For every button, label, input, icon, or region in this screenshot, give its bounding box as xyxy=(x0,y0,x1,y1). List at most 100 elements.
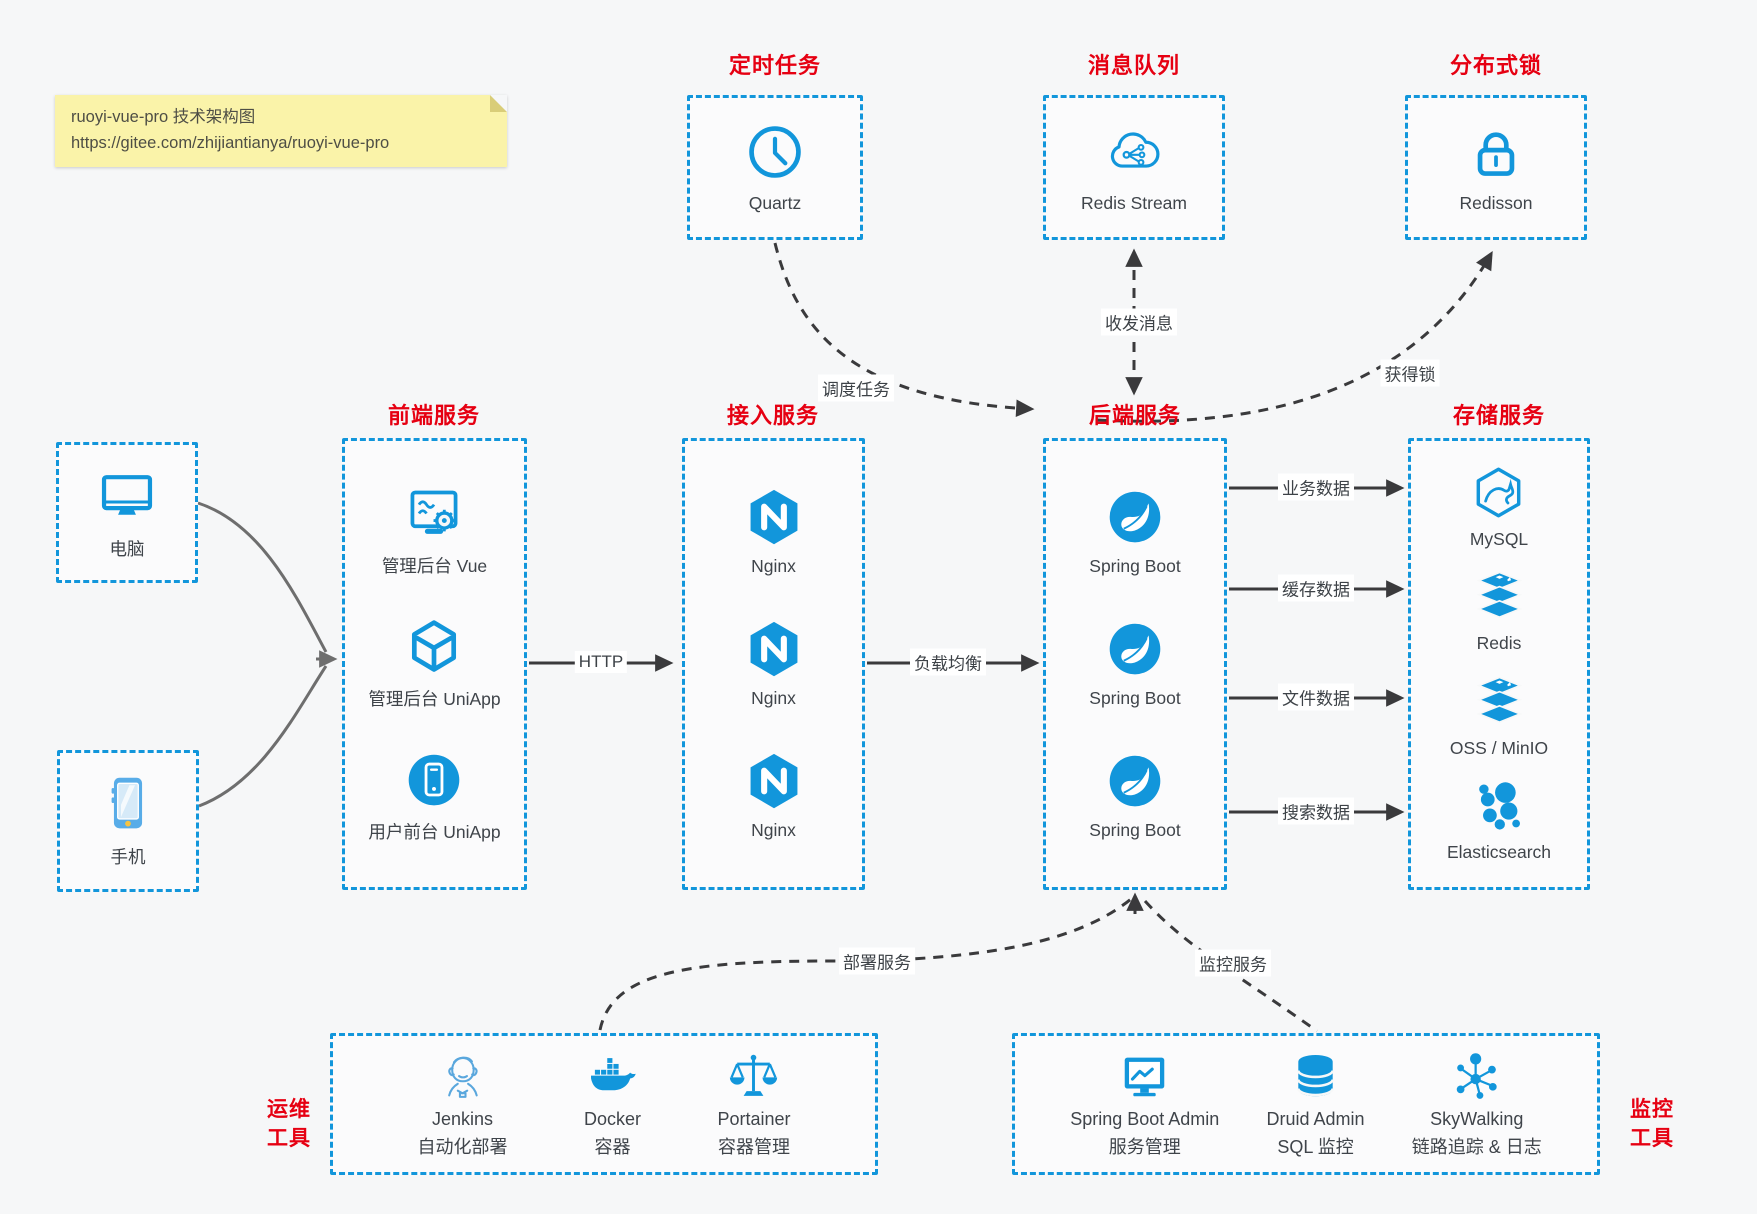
backend-item-spring-boot-2: Spring Boot xyxy=(1089,619,1181,709)
lock-icon xyxy=(1466,122,1526,182)
client-to-frontend-curves xyxy=(197,501,338,808)
box-backend-services: Spring Boot Spring Boot Spring Boot xyxy=(1043,438,1227,890)
edge-label-business-data: 业务数据 xyxy=(1278,473,1354,501)
title-ops-tools: 运维 工具 xyxy=(267,1095,311,1153)
box-quartz: Quartz xyxy=(687,95,863,240)
title-scheduled-tasks: 定时任务 xyxy=(728,53,822,78)
frontend-item-admin-vue: 管理后台 Vue xyxy=(382,484,487,578)
redis-label: Redis xyxy=(1476,633,1522,654)
mobile-label: 手机 xyxy=(110,847,146,867)
spring-boot-label: Spring Boot xyxy=(1089,556,1181,576)
desktop-label: 电脑 xyxy=(109,538,145,559)
storage-item-oss-minio: OSS / MinIO xyxy=(1450,674,1548,759)
cube-icon xyxy=(404,617,464,677)
nginx-icon xyxy=(744,619,804,679)
spring-boot-label: Spring Boot xyxy=(1089,820,1181,840)
spring-boot-label: Spring Boot xyxy=(1089,688,1181,708)
admin-vue-label: 管理后台 Vue xyxy=(381,556,488,576)
druid-database-icon xyxy=(1297,1053,1334,1098)
box-redis-stream: Redis Stream xyxy=(1043,95,1225,240)
note-title: ruoyi-vue-pro 技术架构图 xyxy=(71,108,256,126)
skywalking-sublabel: 链路追踪 & 日志 xyxy=(1411,1136,1542,1157)
spring-boot-icon xyxy=(1108,490,1162,544)
spring-boot-admin-icon xyxy=(1123,1056,1167,1098)
box-mobile-client: 手机 xyxy=(57,750,199,892)
mysql-label: MySQL xyxy=(1469,528,1529,549)
frontend-item-admin-uniapp: 管理后台 UniApp xyxy=(368,617,501,711)
quartz-label: Quartz xyxy=(748,192,802,213)
storage-item-mysql: MySQL xyxy=(1470,465,1528,550)
edge-label-load-balance: 负载均衡 xyxy=(910,648,986,676)
edge-label-deploy: 部署服务 xyxy=(839,947,915,975)
monitoring-title-line1: 监控 xyxy=(1630,1098,1674,1121)
redisson-label: Redisson xyxy=(1459,192,1533,213)
nginx-label: Nginx xyxy=(751,820,796,840)
nginx-label: Nginx xyxy=(751,688,796,708)
title-monitoring-tools: 监控 工具 xyxy=(1630,1095,1674,1153)
elasticsearch-icon xyxy=(1479,782,1521,830)
skywalking-icon xyxy=(1455,1052,1499,1101)
druid-sublabel: SQL 监控 xyxy=(1277,1136,1354,1157)
title-gateway-services: 接入服务 xyxy=(726,403,820,428)
gateway-item-nginx-2: Nginx xyxy=(744,619,804,709)
title-distributed-lock: 分布式锁 xyxy=(1449,53,1543,78)
druid-label: Druid Admin xyxy=(1266,1109,1365,1130)
user-uniapp-label: 用户前台 UniApp xyxy=(368,822,501,842)
monitoring-item-spring-boot-admin: Spring Boot Admin 服务管理 xyxy=(1070,1049,1219,1159)
box-redisson: Redisson xyxy=(1405,95,1587,240)
portainer-label: Portainer xyxy=(717,1109,791,1130)
jenkins-sublabel: 自动化部署 xyxy=(417,1136,508,1157)
edge-schedule xyxy=(773,242,1035,417)
spring-boot-admin-label: Spring Boot Admin xyxy=(1070,1109,1220,1130)
frontend-item-user-uniapp: 用户前台 UniApp xyxy=(368,750,501,844)
admin-vue-icon xyxy=(404,484,464,544)
docker-sublabel: 容器 xyxy=(594,1136,631,1157)
portainer-sublabel: 容器管理 xyxy=(717,1136,790,1157)
box-ops-tools: Jenkins 自动化部署 Docker 容器 Portainer 容器管理 xyxy=(330,1033,878,1175)
monitoring-title-line2: 工具 xyxy=(1630,1127,1674,1150)
mysql-icon xyxy=(1477,467,1521,518)
clock-icon xyxy=(745,122,805,182)
docker-icon xyxy=(590,1058,636,1091)
monitoring-item-skywalking: SkyWalking 链路追踪 & 日志 xyxy=(1412,1049,1542,1159)
storage-item-elasticsearch: Elasticsearch xyxy=(1447,778,1551,863)
box-storage-services: MySQL Redis OSS / MinIO Elasticsearch xyxy=(1408,438,1590,890)
docker-label: Docker xyxy=(583,1109,641,1130)
gateway-item-nginx-3: Nginx xyxy=(744,751,804,841)
ops-title-line1: 运维 xyxy=(267,1098,311,1121)
oss-minio-label: OSS / MinIO xyxy=(1449,737,1549,758)
edge-label-cache-data: 缓存数据 xyxy=(1278,574,1354,602)
ops-title-line2: 工具 xyxy=(267,1127,311,1150)
phone-icon xyxy=(110,777,143,829)
edge-label-lock: 获得锁 xyxy=(1380,359,1440,387)
storage-item-redis: Redis xyxy=(1472,569,1527,654)
app-circle-icon xyxy=(407,753,462,807)
spring-boot-admin-sublabel: 服务管理 xyxy=(1108,1136,1181,1157)
ops-item-docker: Docker 容器 xyxy=(584,1049,641,1159)
gateway-item-nginx-1: Nginx xyxy=(744,487,804,577)
cloud-stream-icon xyxy=(1110,131,1160,168)
edge-label-message: 收发消息 xyxy=(1101,308,1177,336)
spring-boot-icon xyxy=(1108,754,1162,808)
nginx-label: Nginx xyxy=(751,556,796,576)
title-frontend-services: 前端服务 xyxy=(387,403,481,428)
spring-boot-icon xyxy=(1108,622,1162,676)
note-url: https://gitee.com/zhijiantianya/ruoyi-vu… xyxy=(71,134,390,153)
desktop-icon xyxy=(97,465,157,525)
edge-label-file-data: 文件数据 xyxy=(1278,683,1354,711)
box-desktop-client: 电脑 xyxy=(56,442,198,583)
elasticsearch-label: Elasticsearch xyxy=(1446,842,1552,863)
backend-item-spring-boot-3: Spring Boot xyxy=(1089,751,1181,841)
redis-icon xyxy=(1477,571,1521,619)
box-monitoring-tools: Spring Boot Admin 服务管理 Druid Admin SQL 监… xyxy=(1012,1033,1600,1175)
portainer-icon xyxy=(728,1053,780,1098)
redis-stream-label: Redis Stream xyxy=(1080,192,1187,213)
skywalking-label: SkyWalking xyxy=(1430,1109,1524,1130)
monitoring-item-druid: Druid Admin SQL 监控 xyxy=(1267,1049,1365,1159)
sticky-note: ruoyi-vue-pro 技术架构图 https://gitee.com/zh… xyxy=(55,95,507,167)
title-storage-services: 存储服务 xyxy=(1452,403,1546,428)
edge-label-monitor: 监控服务 xyxy=(1195,949,1271,977)
admin-uniapp-label: 管理后台 UniApp xyxy=(368,689,501,709)
edge-label-search-data: 搜索数据 xyxy=(1278,797,1354,825)
